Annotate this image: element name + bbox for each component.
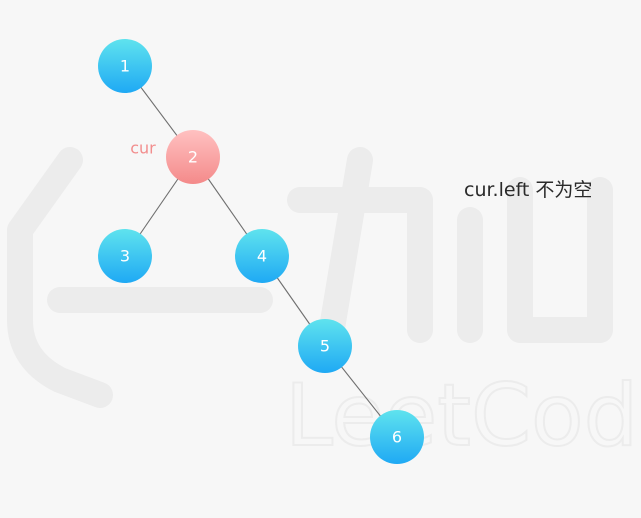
tree-node-5: 5: [298, 319, 352, 373]
cur-pointer-label: cur: [130, 139, 156, 158]
tree-node-2: 2: [166, 130, 220, 184]
step-caption: cur.left 不为空: [464, 179, 592, 201]
tree-node-6: 6: [370, 410, 424, 464]
node-label: 5: [320, 337, 330, 356]
tree-node-3: 3: [98, 229, 152, 283]
node-circle: [166, 130, 220, 184]
node-label: 2: [188, 148, 198, 167]
tree-node-4: 4: [235, 229, 289, 283]
watermark-glyph-1: [287, 147, 433, 353]
node-label: 1: [120, 57, 130, 76]
node-label: 3: [120, 247, 130, 266]
tree-node-1: 1: [98, 39, 152, 93]
node-circle: [370, 410, 424, 464]
node-label: 6: [392, 428, 402, 447]
watermark: LeetCode: [7, 147, 641, 467]
watermark-text: LeetCode: [285, 366, 641, 466]
watermark-logo: [7, 147, 113, 408]
watermark-glyph-2: [457, 177, 613, 343]
node-label: 4: [257, 247, 267, 266]
node-circle: [235, 229, 289, 283]
node-circle: [98, 39, 152, 93]
node-circle: [98, 229, 152, 283]
node-circle: [298, 319, 352, 373]
